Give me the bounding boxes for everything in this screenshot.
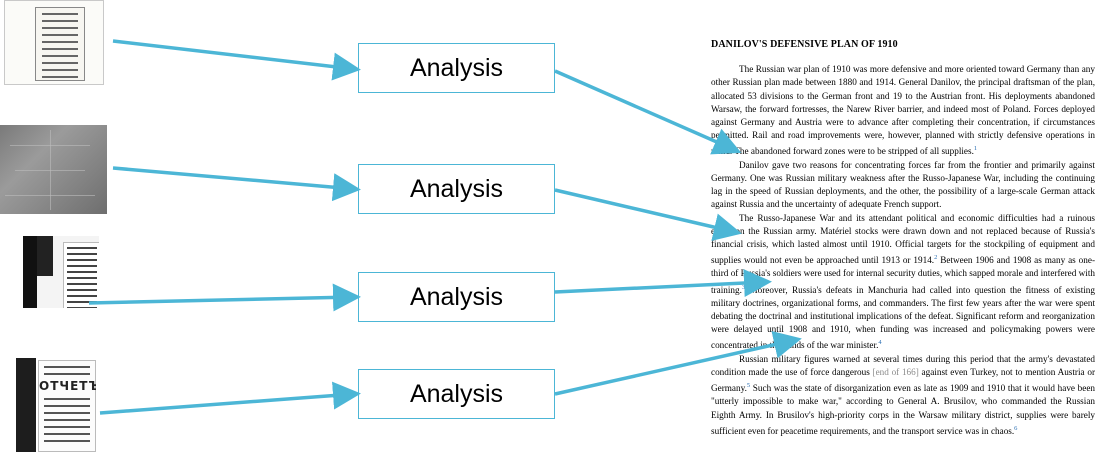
- paragraph-4: Russian military figures warned at sever…: [711, 353, 1095, 436]
- book-cover-image: [35, 7, 85, 81]
- report-cover-title: ОТЧЕТЪ: [39, 379, 96, 393]
- arrow-thumb1-to-box1: [112, 39, 361, 81]
- arrow-box1-to-text: [554, 69, 742, 155]
- report-cover-image: ОТЧЕТЪ: [38, 360, 96, 452]
- analysis-label: Analysis: [409, 379, 504, 408]
- source-thumbnail-4: ОТЧЕТЪ: [16, 358, 96, 452]
- footnote-marker: 6: [1014, 424, 1018, 432]
- analysis-box-4: Analysis: [358, 369, 555, 419]
- analysis-box-3: Analysis: [358, 272, 555, 322]
- footnote-marker: 4: [878, 339, 882, 347]
- arrow-box2-to-text: [554, 188, 742, 241]
- typed-document-image: [63, 242, 99, 308]
- footnote-marker: 1: [973, 145, 978, 153]
- analysis-label: Analysis: [409, 53, 504, 82]
- arrow-thumb3-to-box3: [88, 283, 361, 312]
- source-thumbnail-2: [0, 125, 107, 214]
- arrow-thumb4-to-box4: [99, 381, 361, 415]
- analysis-box-1: Analysis: [358, 43, 555, 93]
- footnote-marker: 2: [934, 254, 938, 262]
- source-thumbnail-1: [4, 0, 104, 85]
- arrow-thumb2-to-box2: [112, 166, 361, 202]
- document-title: DANILOV'S DEFENSIVE PLAN OF 1910: [711, 39, 898, 50]
- paragraph-3: The Russo-Japanese War and its attendant…: [711, 212, 1096, 351]
- paragraph-2: Danilov gave two reasons for concentrati…: [711, 159, 1095, 210]
- source-thumbnail-3: [23, 236, 99, 308]
- analysis-box-2: Analysis: [358, 164, 555, 214]
- analysis-label: Analysis: [409, 174, 504, 203]
- document-excerpt: DANILOV'S DEFENSIVE PLAN OF 1910 The Rus…: [711, 38, 1095, 438]
- page-reference: [end of 166]: [872, 366, 919, 377]
- paragraph-1: The Russian war plan of 1910 was more de…: [711, 64, 1095, 157]
- analysis-label: Analysis: [409, 282, 504, 311]
